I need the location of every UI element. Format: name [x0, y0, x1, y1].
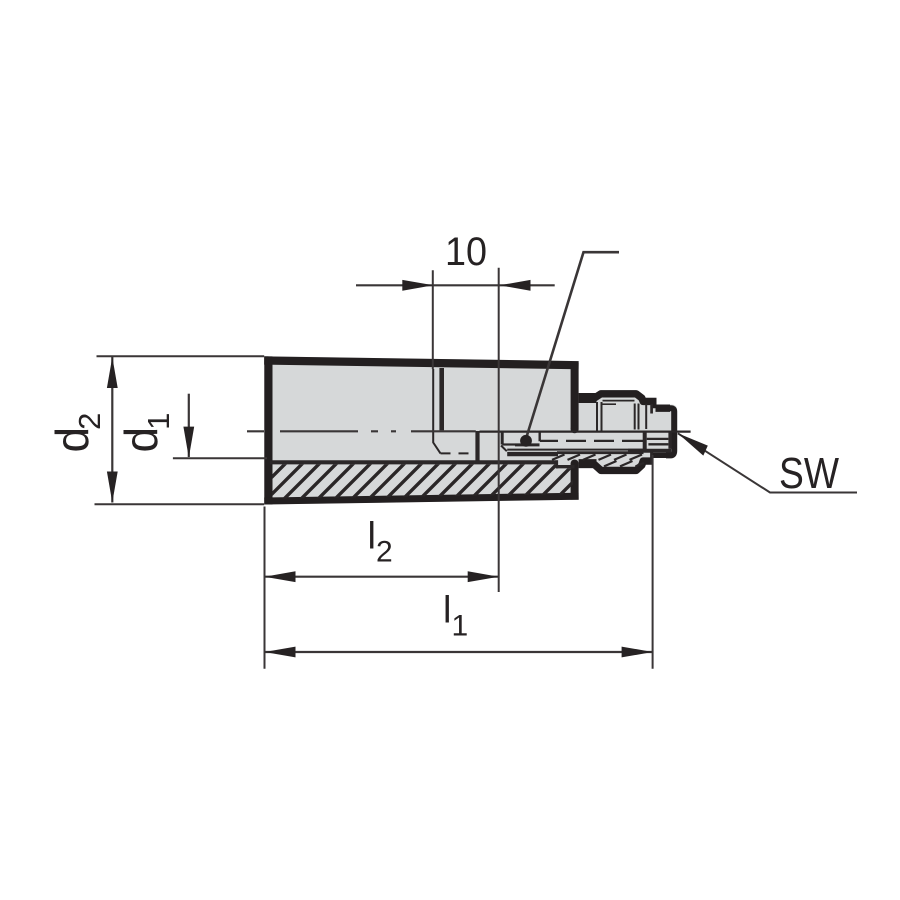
svg-text:10: 10	[445, 230, 487, 274]
svg-text:SW: SW	[779, 449, 839, 498]
